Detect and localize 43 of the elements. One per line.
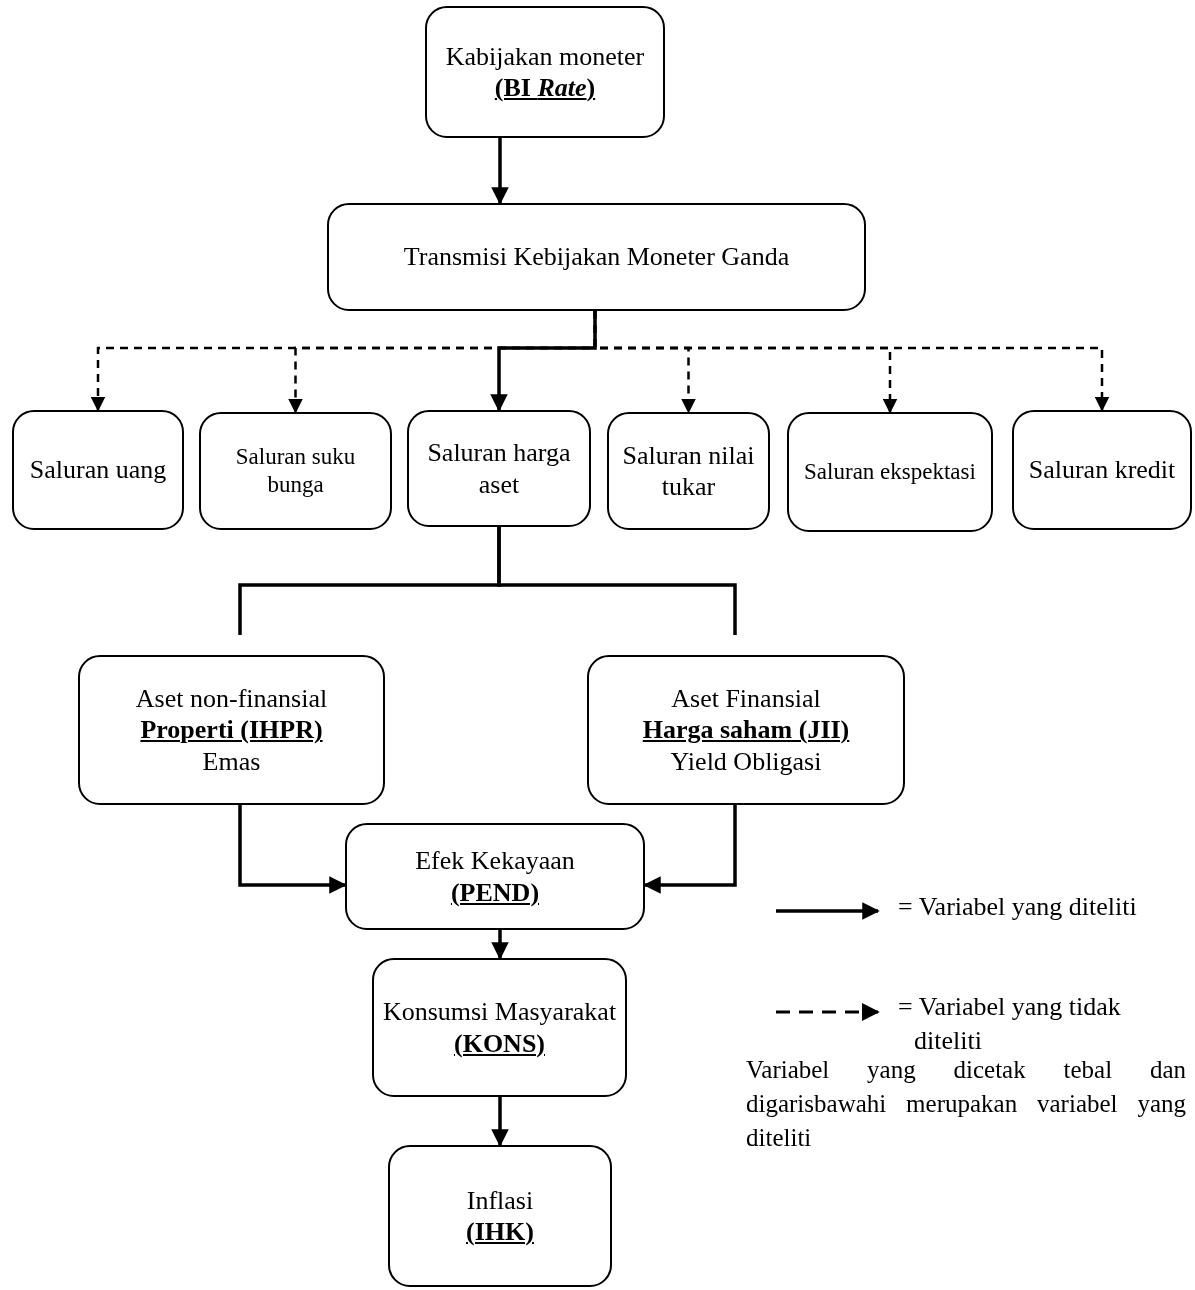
box-text: (PEND) [450,876,540,908]
arrow [490,311,597,412]
process-box [345,823,645,930]
box-text: Efek Kekayaan [415,845,575,877]
arrow [491,1097,509,1147]
process-box [12,410,184,530]
process-box [372,958,627,1097]
box-text: Harga saham (JII) [642,714,850,746]
process-box [78,655,385,805]
box-text: Properti (IHPR) [140,714,323,746]
box-text: Saluran ekspektasi [804,458,976,486]
box-text: Saluran kredit [1028,454,1176,486]
arrow [491,138,509,205]
process-box [587,655,905,805]
legend-text: = Variabel yang tidak diteliti [898,991,1122,1057]
process-box [425,6,665,138]
process-box [407,410,591,527]
box-text: Saluran suku bunga [234,443,357,499]
process-box [388,1145,612,1287]
box-text: Emas [202,745,261,777]
box-text: Konsumsi Masyarakat [382,996,617,1028]
box-text: (KONS) [454,1027,545,1059]
box-text: Aset non-finansial [135,683,328,715]
process-box [199,412,392,530]
box-text: Saluran harga aset [426,437,572,500]
process-box [327,203,866,311]
arrow [643,805,737,894]
box-text: Inflasi [466,1184,534,1216]
arrow [238,805,347,894]
box-text: (IHK) [466,1216,534,1248]
box-text: Transmisi Kebijakan Moneter Ganda [403,241,790,273]
process-box [1012,410,1192,530]
box-text: (BI Rate) [494,72,596,104]
note-text: Variabel yang dicetak tebal dan digarisbawahi merupakan variabel yang diteliti [746,1055,1186,1153]
process-box [787,412,993,532]
box-text: Yield Obligasi [670,745,822,777]
box-text: Saluran uang [29,454,167,486]
box-text: Saluran nilai tukar [621,439,756,503]
legend-text: = Variabel yang diteliti [898,891,1138,923]
box-text: Aset Finansial [671,683,821,715]
box-text: Kabijakan moneter [445,40,645,72]
arrow [491,930,509,960]
process-box [607,412,770,530]
